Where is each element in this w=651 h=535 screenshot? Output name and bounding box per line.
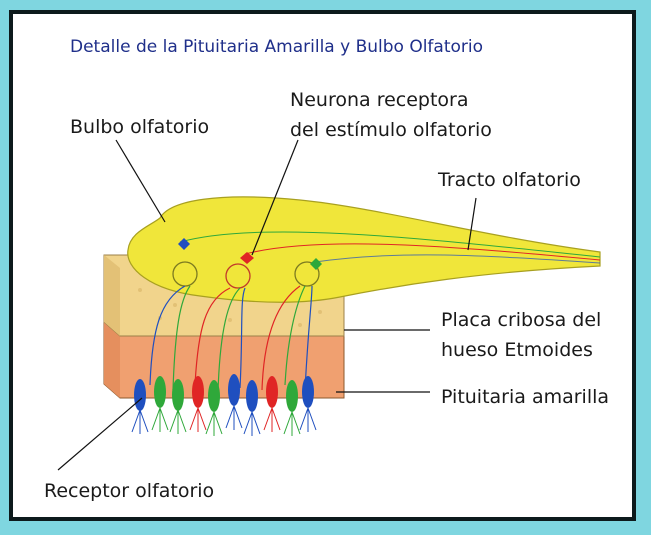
olfactory-bulb — [127, 196, 601, 303]
receptor-cells — [134, 374, 314, 412]
tract-fibres — [179, 231, 601, 264]
page-title: Detalle de la Pituitaria Amarilla y Bulb… — [70, 37, 483, 57]
label-receptor-olfatorio: Receptor olfatorio — [44, 480, 214, 502]
mitral-cells — [178, 238, 322, 270]
label-bulbo-olfatorio: Bulbo olfatorio — [70, 116, 209, 138]
label-neurona-receptora-line1: Neurona receptora — [290, 89, 469, 111]
cilia — [131, 405, 317, 436]
label-placa-cribosa-line1: Placa cribosa del — [441, 309, 601, 331]
label-neurona-receptora-line2: del estímulo olfatorio — [290, 119, 492, 141]
label-tracto-olfatorio: Tracto olfatorio — [437, 169, 581, 191]
label-pituitaria-amarilla: Pituitaria amarilla — [441, 386, 609, 408]
leader-lines — [57, 139, 477, 471]
receptor-axons — [149, 285, 313, 393]
label-placa-cribosa-line2: hueso Etmoides — [441, 339, 593, 361]
